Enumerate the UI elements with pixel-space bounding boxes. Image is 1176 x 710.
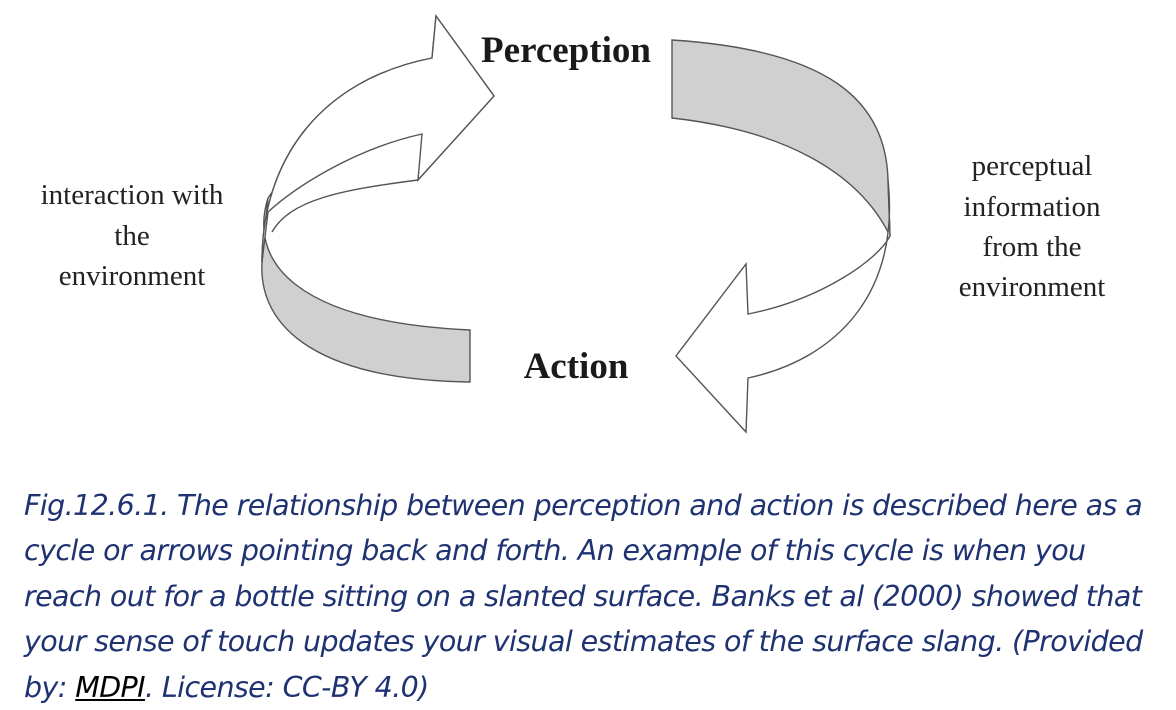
- right-label-line-3: from the: [982, 231, 1081, 263]
- left-label-line-1: interaction with: [41, 179, 224, 211]
- left-label-line-2: the: [114, 220, 149, 252]
- perception-node-label: Perception: [481, 30, 651, 71]
- right-arrow-white-fill: [676, 180, 890, 432]
- figure-caption: Fig.12.6.1. The relationship between per…: [24, 483, 1154, 710]
- caption-license-text: . License: CC-BY 4.0): [145, 671, 429, 704]
- cycle-diagram: Perception Action interaction with the e…: [0, 0, 1176, 440]
- left-arrow-shaded-band: [262, 198, 470, 382]
- left-label-line-3: environment: [59, 260, 206, 292]
- right-label-line-1: perceptual: [972, 150, 1093, 182]
- mdpi-link[interactable]: MDPI: [75, 671, 145, 704]
- right-label-line-2: information: [964, 191, 1101, 223]
- action-node-label: Action: [524, 346, 629, 387]
- right-label-line-4: environment: [959, 271, 1106, 303]
- cycle-diagram-svg: Perception Action interaction with the e…: [0, 0, 1176, 440]
- right-arrow-shaded-band: [672, 40, 890, 236]
- left-arrow-white-fill: [262, 16, 494, 262]
